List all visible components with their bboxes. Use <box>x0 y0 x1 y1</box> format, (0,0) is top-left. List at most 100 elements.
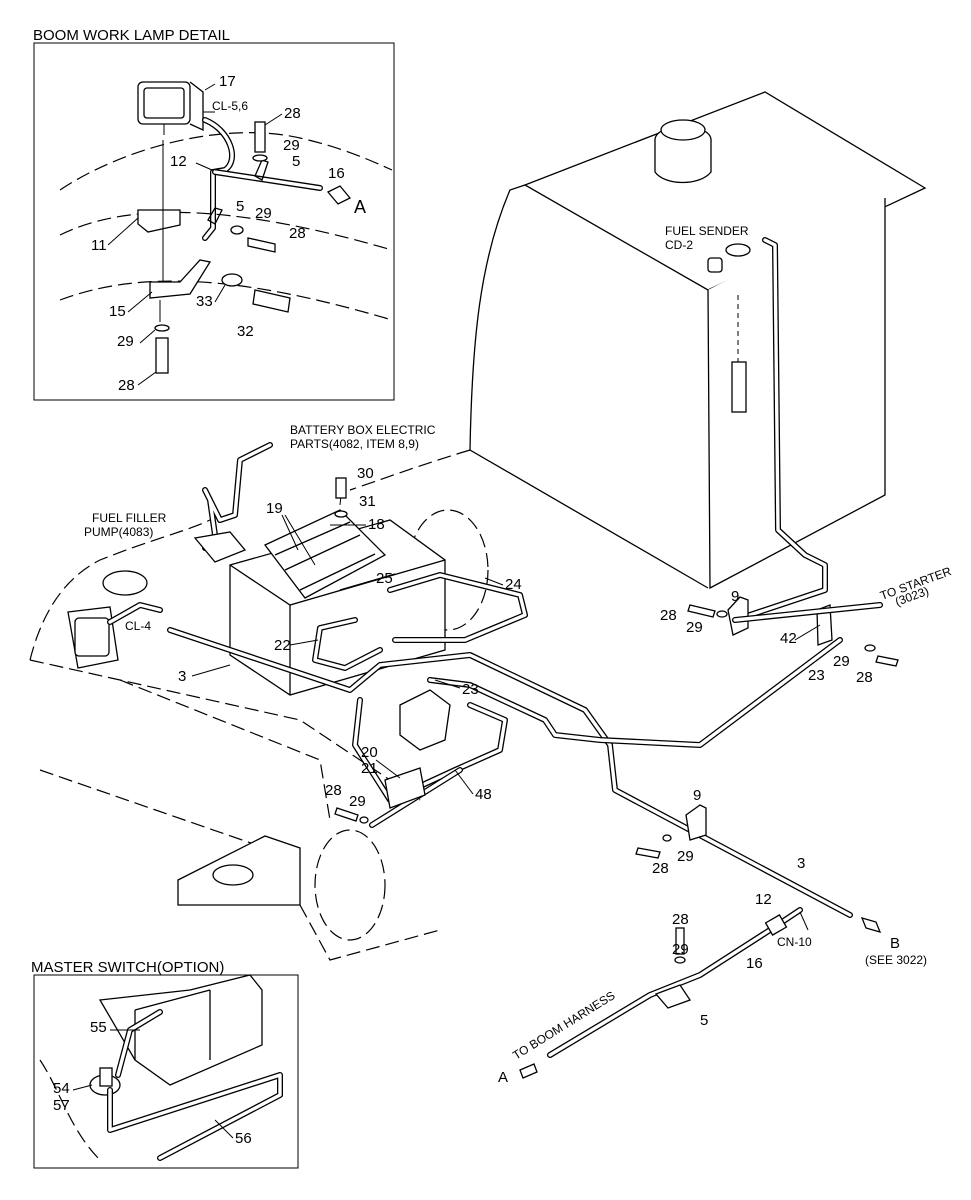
boom-lamp-detail: BOOM WORK LAMP DETAIL A <box>33 27 395 401</box>
callout-29-d: 29 <box>677 848 694 865</box>
callout-9-b: 9 <box>693 787 701 804</box>
label-a-main: A <box>498 1069 508 1086</box>
bolt-28-b <box>247 237 276 253</box>
bolt-28-c <box>155 337 169 374</box>
fuel-filler-pump <box>102 570 148 596</box>
label-b: B <box>890 935 900 952</box>
label-see-3022: (SEE 3022) <box>865 953 927 967</box>
label-cd2: CD-2 <box>665 238 693 252</box>
bracket-9-upper <box>727 596 749 636</box>
clamp-5-upper <box>254 159 269 181</box>
callout-57: 57 <box>53 1097 70 1114</box>
bolt-32 <box>252 289 291 313</box>
work-lamp-17 <box>137 81 204 135</box>
master-switch-batteries <box>98 974 263 1086</box>
clamp-5 <box>654 984 691 1009</box>
master-switch-title: MASTER SWITCH(OPTION) <box>31 959 224 976</box>
boom-outline-low <box>59 280 393 321</box>
callout-20: 20 <box>361 744 378 761</box>
callout-5: 5 <box>700 1012 708 1029</box>
callout-28-detail-b: 28 <box>289 225 306 242</box>
fuel-sender-plate <box>725 243 751 257</box>
fuel-tank-front <box>469 184 709 589</box>
callout-54: 54 <box>53 1080 70 1097</box>
chassis-hole-lower <box>314 829 386 941</box>
callout-22: 22 <box>274 637 291 654</box>
callout-19: 19 <box>266 500 283 517</box>
chassis-outline-4 <box>119 679 331 821</box>
callout-28-d: 28 <box>652 860 669 877</box>
bracket-42 <box>816 604 833 646</box>
label-battery-box-1: BATTERY BOX ELECTRIC <box>290 423 436 437</box>
callout-18: 18 <box>368 516 385 533</box>
callout-32: 32 <box>237 323 254 340</box>
bracket-9-lower <box>685 804 707 841</box>
label-battery-box-2: PARTS(4082, ITEM 8,9) <box>290 437 419 451</box>
bracket-15 <box>149 259 212 299</box>
callout-28-detail-a: 28 <box>284 105 301 122</box>
callout-28-detail-c: 28 <box>118 377 135 394</box>
float-sender <box>731 361 747 413</box>
callout-12-detail: 12 <box>170 153 187 170</box>
callout-29-detail-b: 29 <box>255 205 272 222</box>
callout-28-c: 28 <box>856 669 873 686</box>
fuel-cap-body <box>654 140 712 184</box>
callout-29-c: 29 <box>833 653 850 670</box>
callout-30: 30 <box>357 465 374 482</box>
callout-29-detail-a: 29 <box>283 137 300 154</box>
boom-lamp-detail-title: BOOM WORK LAMP DETAIL <box>33 27 230 44</box>
arrow-a-detail <box>326 185 352 205</box>
washer-29-b <box>230 225 244 235</box>
callout-25: 25 <box>376 570 393 587</box>
callout-16: 16 <box>746 955 763 972</box>
label-cl56: CL-5,6 <box>212 99 248 113</box>
callout-3-a: 3 <box>178 668 186 685</box>
bolt-28-boom <box>675 927 685 955</box>
callout-24: 24 <box>505 576 522 593</box>
boom-lamp-detail-frame <box>33 42 395 401</box>
callout-29-b: 29 <box>686 619 703 636</box>
callout-16-detail: 16 <box>328 165 345 182</box>
label-cl4: CL-4 <box>125 619 151 633</box>
callout-17: 17 <box>219 73 236 90</box>
bracket-11 <box>137 209 181 233</box>
callout-12: 12 <box>755 891 772 908</box>
chassis-hole-upper <box>407 509 489 631</box>
fuel-tank: FUEL SENDER CD-2 <box>349 91 927 623</box>
chassis-outline-1 <box>29 519 211 661</box>
label-fuel-sender: FUEL SENDER <box>665 224 749 238</box>
callout-56: 56 <box>235 1130 252 1147</box>
callout-28-b: 28 <box>660 607 677 624</box>
label-a-detail: A <box>354 197 366 217</box>
master-switch-frame <box>33 974 299 1169</box>
callout-3-b: 3 <box>797 855 805 872</box>
callout-42: 42 <box>780 630 797 647</box>
fuel-tank-side <box>707 198 886 590</box>
callout-5-detail-a: 5 <box>292 153 300 170</box>
callout-29-detail-c: 29 <box>117 333 134 350</box>
callout-23-a: 23 <box>462 681 479 698</box>
label-fuel-filler-2: PUMP(4083) <box>84 525 153 539</box>
connector-cn10 <box>764 914 788 936</box>
washer-29-c <box>154 324 170 332</box>
washer-33 <box>221 273 243 287</box>
callout-5-detail-b: 5 <box>236 198 244 215</box>
label-cn10: CN-10 <box>777 935 812 949</box>
callout-33: 33 <box>196 293 213 310</box>
callout-15: 15 <box>109 303 126 320</box>
callout-21: 21 <box>361 760 378 777</box>
callout-28-a: 28 <box>325 782 342 799</box>
callout-11: 11 <box>91 237 107 254</box>
arrow-a-main <box>519 1063 538 1079</box>
arrow-b <box>860 917 882 933</box>
callout-55: 55 <box>90 1019 107 1036</box>
callout-9-a: 9 <box>731 588 739 605</box>
relay-20-21 <box>399 689 451 751</box>
callout-31: 31 <box>359 493 376 510</box>
callout-29-e: 29 <box>672 941 689 958</box>
callout-28-e: 28 <box>672 911 689 928</box>
tank-outline-dash <box>349 449 471 491</box>
label-fuel-filler-1: FUEL FILLER <box>92 511 167 525</box>
washer-29-a <box>252 154 268 162</box>
